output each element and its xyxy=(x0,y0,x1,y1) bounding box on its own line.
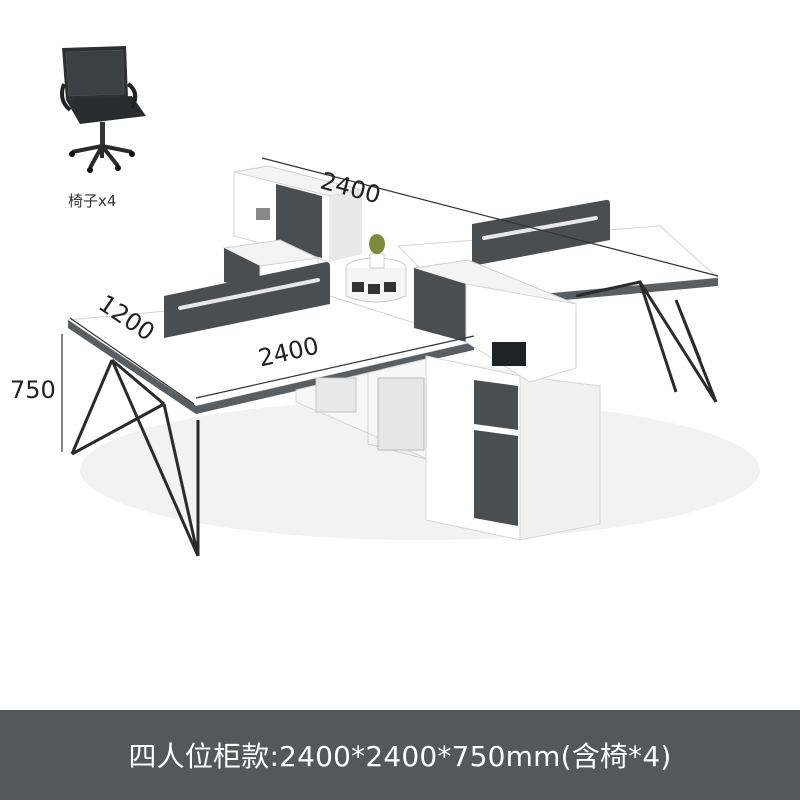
dimension-lines xyxy=(61,157,719,452)
office-chair-icon xyxy=(60,46,146,173)
center-tray xyxy=(345,234,407,303)
desk-product-scene xyxy=(60,46,760,557)
left-privacy-panel xyxy=(164,262,330,338)
chair-quantity-label: 椅子x4 xyxy=(68,192,117,210)
pedestal-cabinet xyxy=(425,355,601,541)
top-storage-cabinet xyxy=(233,165,363,263)
product-caption: 四人位柜款:2400*2400*750mm(含椅*4) xyxy=(128,740,672,773)
caption-banner: 四人位柜款:2400*2400*750mm(含椅*4) xyxy=(0,710,800,800)
right-privacy-panel xyxy=(472,199,610,266)
under-desk-shelf xyxy=(295,357,431,461)
upper-shelf-cabinet xyxy=(412,259,578,383)
dimension-height: 750 xyxy=(10,376,56,404)
